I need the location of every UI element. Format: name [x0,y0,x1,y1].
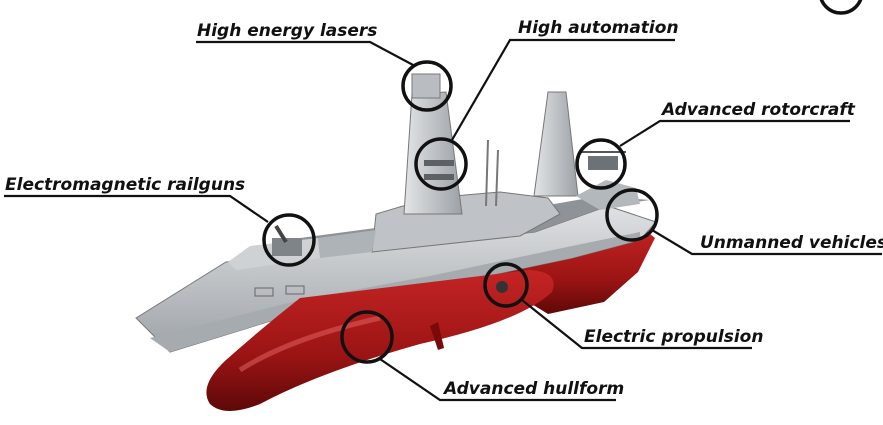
label-rotorcraft: Advanced rotorcraft [660,100,856,120]
ring-rotorcraft [575,138,627,190]
sonar-dome [206,270,554,411]
forward-mast [403,91,463,215]
label-propulsion: Electric propulsion [584,327,763,347]
railgun-barrel [274,224,288,244]
leader-railguns [4,194,269,223]
leader-rotorcraft [619,119,850,147]
ring-railguns [262,213,316,267]
propeller-hub [496,281,508,293]
label-unmanned: Unmanned vehicles [700,233,883,253]
hull-opening-1 [254,287,274,297]
keel-fin [430,322,444,350]
ring-propulsion [483,262,529,308]
label-automation: High automation [518,18,679,38]
aft-mast [533,91,579,197]
mast-window-2 [424,174,454,180]
leader-propulsion [521,299,752,350]
corner-ring [819,0,863,15]
leader-lasers [196,40,416,67]
hull-opening-2 [285,285,305,295]
railgun-turret [272,238,302,256]
label-hullform: Advanced hullform [442,379,624,399]
rotorcraft-body [588,156,618,170]
sonar-dome-highlight [238,315,381,373]
antenna-1 [485,139,489,207]
leader-hullform [379,358,616,402]
leader-automation [451,38,675,141]
antenna-2 [495,149,499,207]
ring-hullform [340,310,394,364]
leader-unmanned [651,229,882,256]
ring-lasers [401,60,453,112]
mast-window-1 [424,160,454,166]
ring-automation [414,137,468,191]
forward-deckhouse [318,230,376,258]
mast-top [411,73,441,99]
label-lasers: High energy lasers [197,21,377,41]
ring-unmanned [605,188,659,242]
label-railguns: Electromagnetic railguns [5,175,245,195]
